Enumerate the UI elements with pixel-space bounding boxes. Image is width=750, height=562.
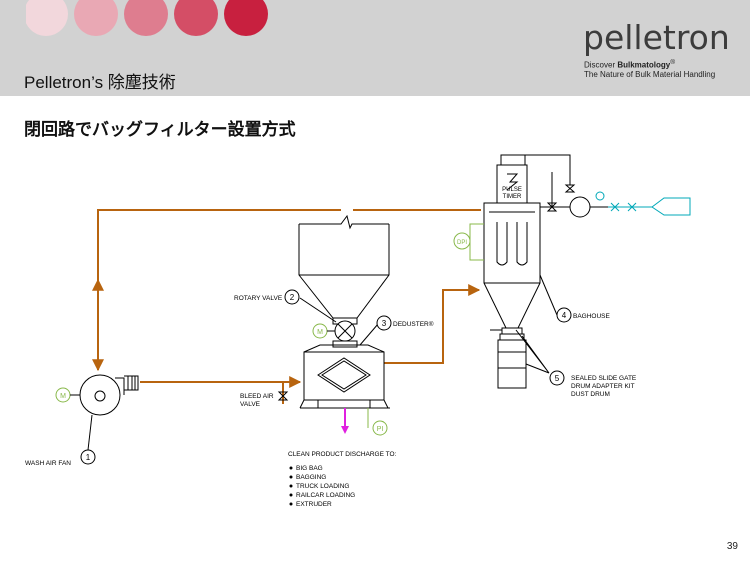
callout-1-number: 1 xyxy=(86,453,91,462)
company-logo: pelletron xyxy=(583,18,730,57)
return-duct xyxy=(98,209,481,370)
discharge-bullet xyxy=(289,493,293,497)
discharge-item: EXTRUDER xyxy=(296,501,332,508)
slide-subtitle: 閉回路でバッグフィルター設置方式 xyxy=(24,120,296,139)
dpi-gauge-label: DPI xyxy=(457,240,467,246)
discharge-list: BIG BAG BAGGING TRUCK LOADING RAILCAR LO… xyxy=(289,465,355,508)
discharge-bullet xyxy=(289,484,293,488)
dot-4 xyxy=(174,0,218,36)
discharge-item: TRUCK LOADING xyxy=(296,483,349,490)
dot-3 xyxy=(124,0,168,36)
callout-2-number: 2 xyxy=(290,293,295,302)
tagline: Discover Bulkmatology® xyxy=(584,59,675,70)
callout-4-badge xyxy=(556,307,572,323)
baghouse xyxy=(483,154,541,389)
discharge-title: CLEAN PRODUCT DISCHARGE TO: xyxy=(288,451,397,458)
pulse-timer-line-2: TIMER xyxy=(503,194,522,200)
callout-2-badge xyxy=(284,289,300,305)
discharge-bullet xyxy=(289,475,293,479)
bleed-label-line-2: VALVE xyxy=(240,401,261,408)
callout-leaders xyxy=(87,274,558,451)
callout-4-number: 4 xyxy=(562,311,567,320)
bleed-label-line-1: BLEED AIR xyxy=(240,393,274,400)
header-title: Pelletron’s 除塵技術 xyxy=(24,73,176,92)
drum-label-line-3: DUST DRUM xyxy=(571,391,610,398)
dot-5 xyxy=(224,0,268,36)
pulse-air-piping xyxy=(525,154,608,218)
discharge-item: BAGGING xyxy=(296,474,326,481)
tagline-2: The Nature of Bulk Material Handling xyxy=(584,70,716,79)
product-arrow-head xyxy=(341,426,349,434)
dot-2 xyxy=(74,0,118,36)
tagline-brand: Bulkmatology xyxy=(617,60,671,70)
callout-1-badge xyxy=(80,449,96,465)
deduster xyxy=(299,344,390,409)
rotary-valve-label: ROTARY VALVE xyxy=(234,295,283,302)
wash-air-fan xyxy=(79,374,139,416)
callout-3-number: 3 xyxy=(382,319,387,328)
tagline-prefix: Discover xyxy=(584,60,618,70)
baghouse-label: BAGHOUSE xyxy=(573,313,611,320)
tagline-mark: ® xyxy=(670,59,676,66)
callout-3-badge xyxy=(376,315,392,331)
discharge-item: BIG BAG xyxy=(296,465,323,472)
callout-5-number: 5 xyxy=(555,374,560,383)
decorative-dots xyxy=(26,0,268,36)
header-band: Pelletron’s 除塵技術 pelletron Discover Bulk… xyxy=(0,0,750,96)
dot-1 xyxy=(26,0,68,36)
feed-hopper xyxy=(298,214,390,319)
discharge-item: RAILCAR LOADING xyxy=(296,492,355,499)
bleed-valve-icon xyxy=(277,391,289,401)
dpi-line xyxy=(469,223,484,261)
pulse-timer-line-1: PULSE xyxy=(502,187,522,193)
rotary-motor-label: M xyxy=(317,329,323,336)
pi-gauge-label: PI xyxy=(377,426,384,433)
dpi-gauge-icon xyxy=(453,232,471,250)
discharge-bullet xyxy=(289,466,293,470)
deduster-exhaust-duct xyxy=(384,284,481,364)
rotary-valve xyxy=(332,317,358,348)
drum-label-line-1: SEALED SLIDE GATE xyxy=(571,375,637,382)
deduster-label: DEDUSTER® xyxy=(393,320,434,328)
callout-5-badge xyxy=(549,370,565,386)
page-number: 39 xyxy=(726,541,738,552)
air-supply-line xyxy=(595,191,691,216)
discharge-bullet xyxy=(289,502,293,506)
wash-air-fan-label: WASH AIR FAN xyxy=(25,460,71,467)
drum-label-line-2: DRUM ADAPTER KIT xyxy=(571,383,635,390)
process-diagram: M PI M PULSE T xyxy=(25,154,691,508)
duct-lines xyxy=(98,209,481,404)
pi-gauge-icon xyxy=(372,420,388,436)
fan-motor-label: M xyxy=(60,393,66,400)
